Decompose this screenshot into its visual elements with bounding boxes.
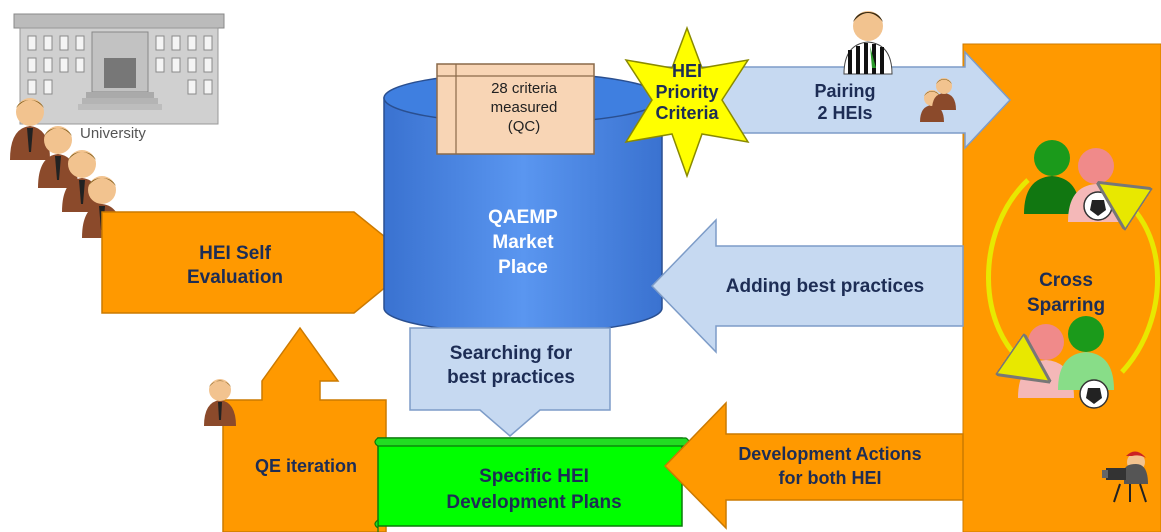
person-small-icon [204, 379, 236, 426]
priority-star-line1: HEI [671, 61, 702, 81]
cycle-arrow-left [986, 178, 1030, 368]
criteria-note: 28 criteria measured (QC) [458, 79, 590, 136]
dev-actions-arrow [663, 401, 964, 530]
qe-iteration-arrow [222, 326, 387, 532]
criteria-note-line2: measured [490, 99, 558, 116]
dev-plans-line2: Development Plans [446, 492, 622, 513]
referee-icon [843, 11, 893, 75]
dev-plans-label: Specific HEI Development Plans [400, 464, 668, 516]
pairing-label: Pairing 2 HEIs [790, 80, 900, 124]
cross-sparring-line2: Sparring [1026, 295, 1106, 316]
cross-sparring-label: Cross Sparring [1006, 268, 1126, 318]
marketplace-line2: Market [492, 232, 554, 253]
searching-line2: best practices [447, 367, 575, 388]
camera-operator-icon [1102, 451, 1148, 503]
adding-practices-arrow [650, 218, 964, 354]
searching-label: Searching for best practices [418, 342, 604, 390]
adding-practices-label: Adding best practices [725, 276, 925, 297]
self-evaluation-label: HEI Self Evaluation [160, 242, 310, 290]
searching-line1: Searching for [449, 343, 573, 364]
priority-star-icon [624, 25, 750, 179]
priority-star-label: HEI Priority Criteria [637, 61, 737, 124]
criteria-note-line1: 28 criteria [491, 80, 557, 97]
pairing-line1: Pairing [814, 81, 876, 101]
cycle-arrow-right [1118, 196, 1160, 374]
university-label: University [80, 125, 146, 142]
dev-actions-line2: for both HEI [778, 468, 882, 488]
dev-actions-label: Development Actions for both HEI [700, 442, 960, 490]
priority-star-line3: Criteria [655, 103, 719, 123]
criteria-note-line3: (QC) [507, 118, 541, 135]
qe-iteration-label: QE iteration [254, 456, 357, 476]
self-evaluation-line2: Evaluation [186, 267, 284, 288]
marketplace-line3: Place [498, 257, 548, 278]
dev-plans-line1: Specific HEI [479, 466, 589, 487]
cross-sparring-panel [962, 43, 1161, 532]
pair-people-icon [920, 78, 956, 122]
cross-sparring-line1: Cross [1039, 270, 1093, 291]
self-evaluation-line1: HEI Self [199, 243, 271, 264]
priority-star-line2: Priority [655, 82, 719, 102]
dev-actions-line1: Development Actions [738, 444, 922, 464]
searching-arrow [409, 327, 611, 437]
marketplace-line1: QAEMP [488, 207, 558, 228]
pairing-line2: 2 HEIs [817, 103, 873, 123]
marketplace-label: QAEMP Market Place [463, 205, 583, 280]
university-building-icon [13, 13, 225, 125]
criteria-note-icon [436, 63, 595, 155]
